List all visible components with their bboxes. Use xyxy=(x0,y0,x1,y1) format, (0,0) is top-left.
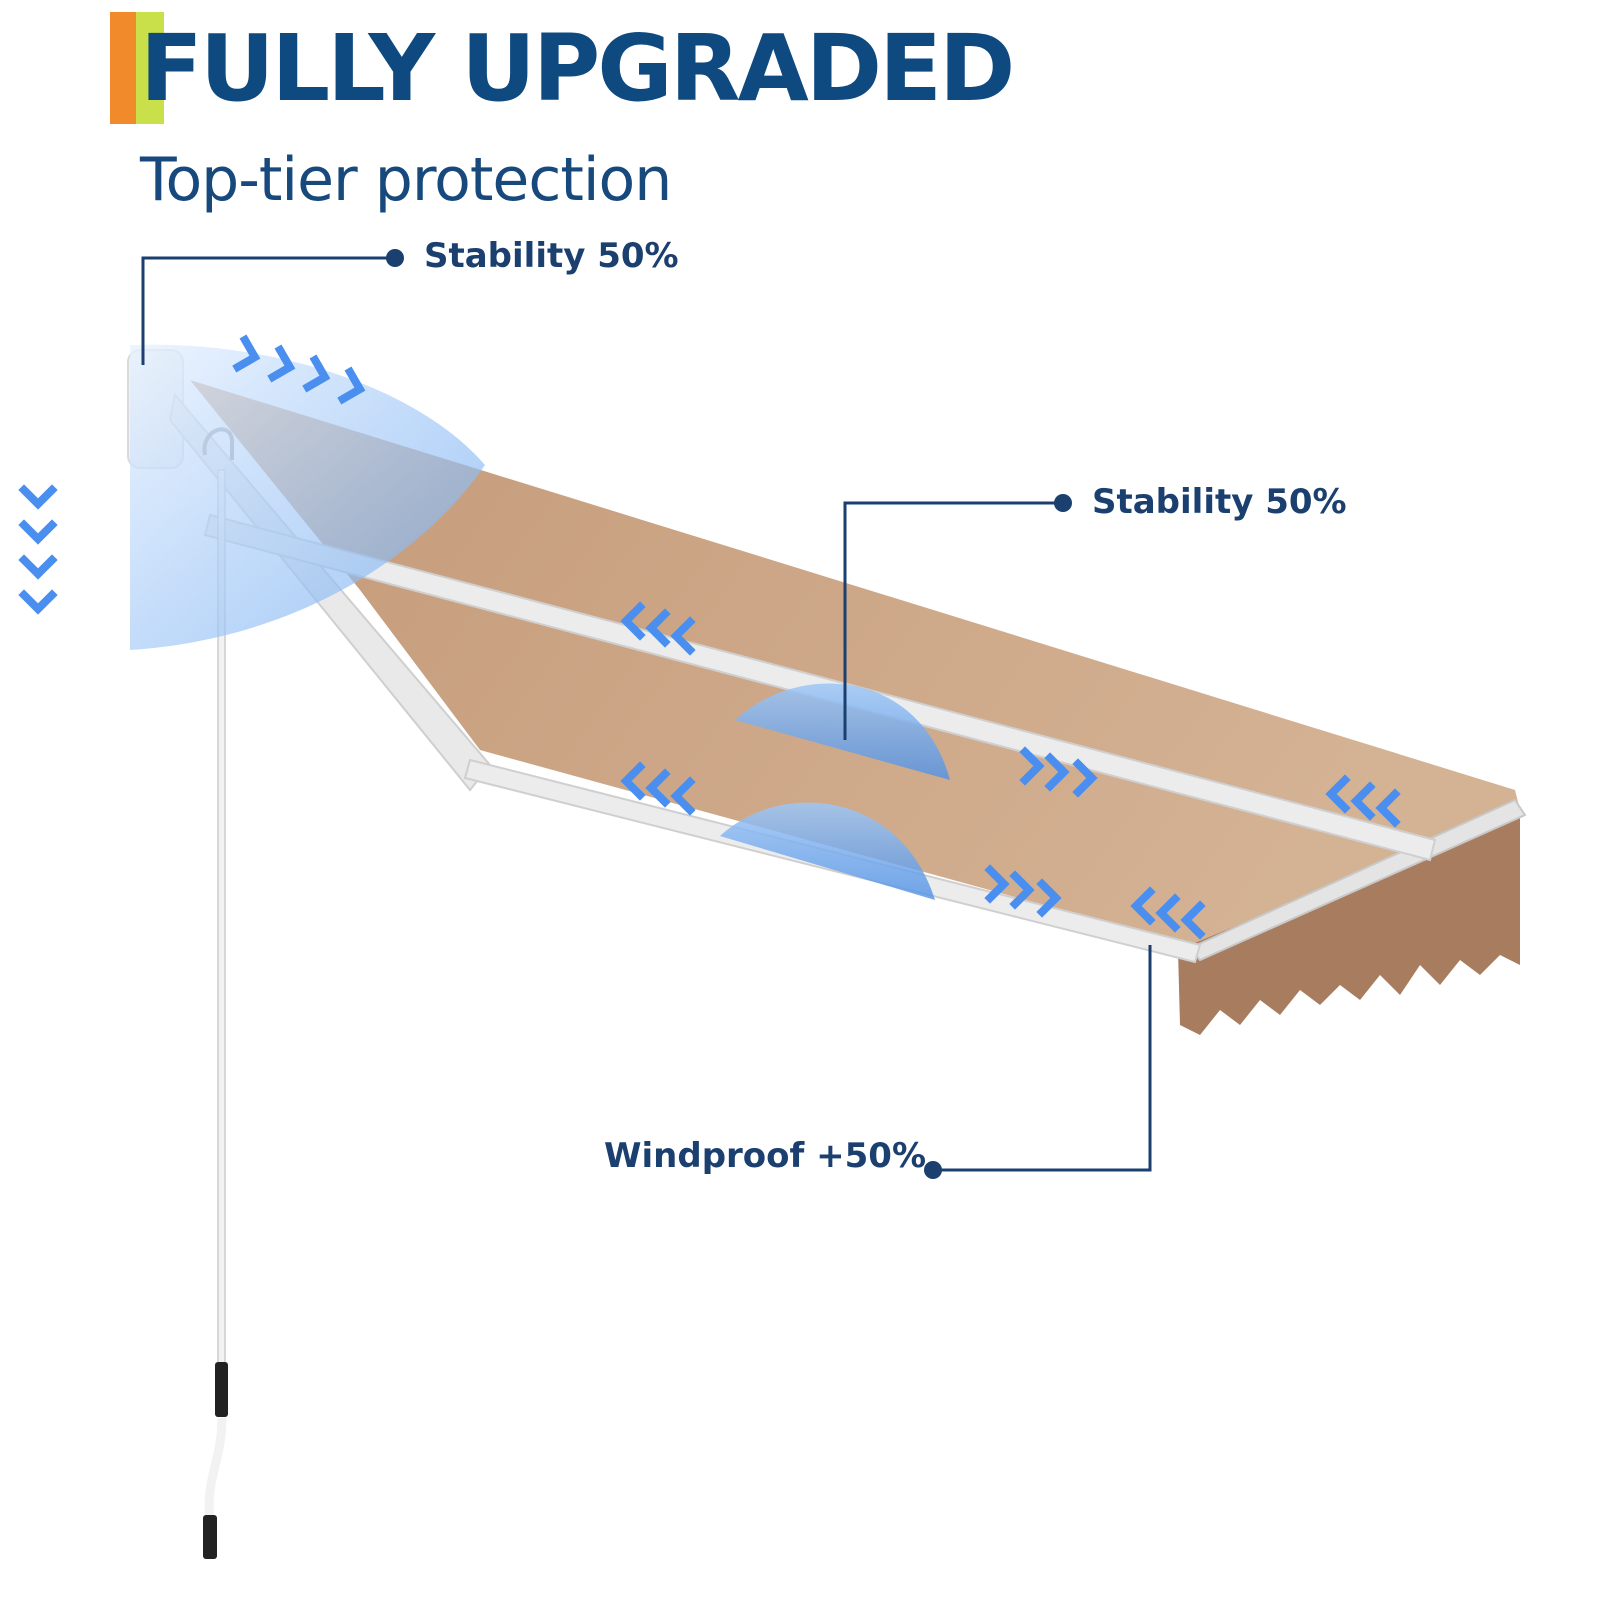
frame-highlight xyxy=(130,344,485,650)
callout-arm-stability: Stability 50% xyxy=(1092,482,1347,522)
callout-dot-icon xyxy=(386,249,404,267)
callout-line-arm xyxy=(843,501,1063,740)
crank-handle xyxy=(204,1417,227,1521)
awning-canopy xyxy=(190,380,1520,945)
callout-dot-icon xyxy=(924,1161,942,1179)
chevron-arrow-icon xyxy=(24,490,52,609)
awning-valance xyxy=(1178,808,1520,1035)
page-title: FULLY UPGRADED xyxy=(140,15,1015,122)
title-accent-bar xyxy=(110,12,164,124)
crank-grip-lower xyxy=(203,1515,217,1559)
arm-highlight-upper xyxy=(735,683,950,780)
callout-windproof: Windproof +50% xyxy=(604,1136,927,1176)
page-subtitle: Top-tier protection xyxy=(140,145,672,215)
callout-frame-stability: Stability 50% xyxy=(424,236,679,276)
callout-line-frame xyxy=(141,256,395,365)
callout-line-windproof xyxy=(933,945,1152,1172)
arm-highlight-lower xyxy=(720,802,935,900)
crank-grip-upper xyxy=(215,1362,228,1417)
callout-dot-icon xyxy=(1054,494,1072,512)
